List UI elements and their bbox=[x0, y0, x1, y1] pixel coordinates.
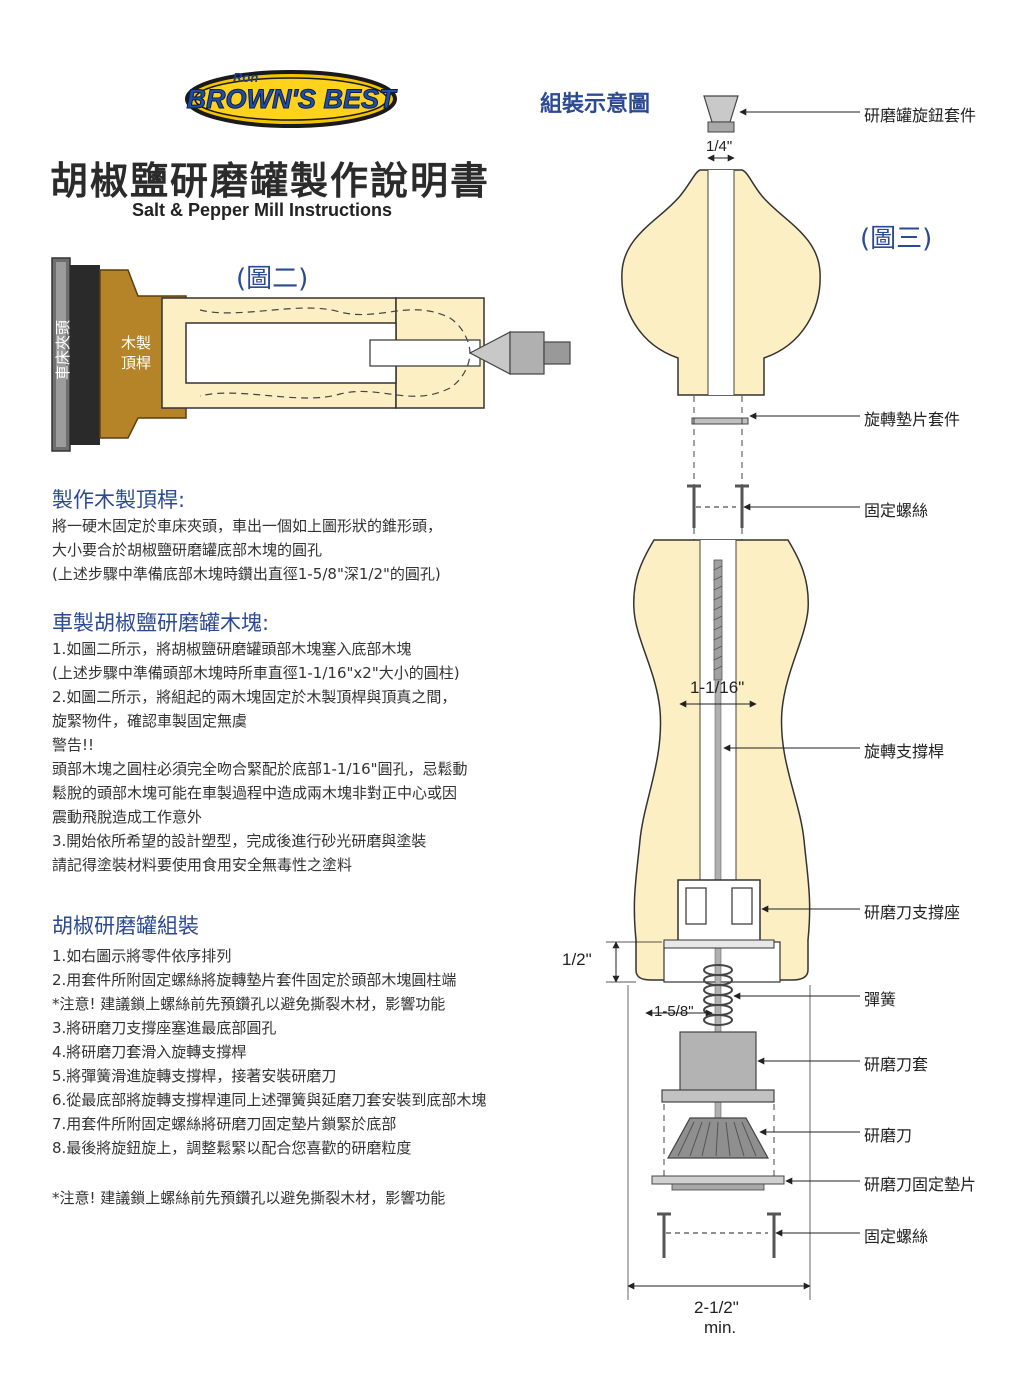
page-subtitle: Salt & Pepper Mill Instructions bbox=[132, 200, 393, 220]
knob-kit bbox=[703, 95, 739, 123]
label-plate: 研磨刀固定墊片 bbox=[864, 1175, 977, 1194]
section-body-mandrel: 將一硬木固定於車床夾頭，車出一個如上圖形狀的錐形頭， 大小要合於胡椒鹽研磨罐底部… bbox=[52, 514, 442, 586]
label-shaft: 旋轉支撐桿 bbox=[864, 742, 945, 761]
label-screws-bottom: 固定螺絲 bbox=[864, 1227, 929, 1246]
figure-2-diagram: 車床夾頭 木製 頂桿 bbox=[51, 257, 571, 452]
bottom-wood-body bbox=[633, 539, 811, 981]
label-grinder: 研磨刀 bbox=[864, 1126, 913, 1145]
text-line: 3.開始依所希望的設計塑型，完成後進行砂光研磨與塗裝 bbox=[52, 832, 427, 850]
text-line: 4.將研磨刀套滑入旋轉支撐桿 bbox=[52, 1043, 247, 1061]
text-line: 1.如右圖示將零件依序排列 bbox=[52, 947, 232, 965]
text-line: 3.將研磨刀支撐座塞進最底部圓孔 bbox=[52, 1019, 277, 1037]
swivel-washer-kit bbox=[691, 417, 749, 425]
tenon bbox=[369, 339, 481, 367]
mandrel-label-line1: 木製 bbox=[121, 334, 151, 352]
dim-base-width: 2-1/2" bbox=[694, 1298, 739, 1317]
text-line: 震動飛脫造成工作意外 bbox=[52, 808, 203, 826]
bore-hole bbox=[185, 322, 397, 384]
dim-bore-depth: 1/2" bbox=[562, 950, 592, 969]
chuck-label: 車床夾頭 bbox=[54, 320, 72, 380]
figure-2-label: (圖二) bbox=[236, 264, 309, 294]
grinder-sleeve bbox=[679, 1031, 757, 1095]
grinder-housing bbox=[677, 879, 761, 943]
dim-top-hole: 1/4" bbox=[706, 138, 733, 155]
page-title: 胡椒鹽研磨罐製作說明書 bbox=[50, 159, 491, 203]
text-line: 1.如圖二所示，將胡椒鹽研磨罐頭部木塊塞入底部木塊 bbox=[52, 640, 412, 658]
lathe-chuck-body bbox=[70, 265, 100, 445]
text-line: 將一硬木固定於車床夾頭，車出一個如上圖形狀的錐形頭， bbox=[52, 517, 443, 535]
section-heading-assembly: 胡椒研磨罐組裝 bbox=[52, 914, 199, 938]
text-line: (上述步驟中準備頭部木塊時所車直徑1-1/16"x2"大小的圓柱) bbox=[52, 664, 460, 682]
dim-shaft-diameter: 1-1/16" bbox=[690, 678, 745, 697]
label-housing: 研磨刀支撐座 bbox=[864, 903, 961, 922]
text-line: 大小要合於胡椒鹽研磨罐底部木塊的圓孔 bbox=[52, 541, 323, 559]
logo-main-text: BROWN'S BEST bbox=[187, 84, 398, 114]
dim-base-min: min. bbox=[704, 1318, 737, 1337]
logo: Ron BROWN'S BEST bbox=[185, 70, 398, 128]
bottom-screws bbox=[657, 1212, 781, 1258]
text-line: 頭部木塊之圓柱必須完全吻合緊配於底部1-1/16"圓孔，忌鬆動 bbox=[52, 760, 468, 778]
grinder-burr bbox=[666, 1117, 770, 1159]
text-line: 8.最後將旋鈕旋上，調整鬆緊以配合您喜歡的研磨粒度 bbox=[52, 1139, 412, 1157]
text-line: 2.用套件所附固定螺絲將旋轉墊片套件固定於頭部木塊圓柱端 bbox=[52, 971, 457, 989]
text-line: *注意! 建議鎖上螺絲前先預鑽孔以避免撕裂木材，影響功能 bbox=[52, 995, 446, 1013]
text-line: 鬆脫的頭部木塊可能在車製過程中造成兩木塊非對正中心或因 bbox=[52, 784, 458, 802]
dim-bore-diameter: 1-5/8" bbox=[654, 1003, 694, 1020]
text-line: 6.從最底部將旋轉支撐桿連同上述彈簧與延磨刀套安裝到底部木塊 bbox=[52, 1091, 487, 1109]
label-knob-kit: 研磨罐旋鈕套件 bbox=[864, 106, 977, 125]
spring bbox=[703, 964, 733, 1026]
section-heading-turning: 車製胡椒鹽研磨罐木塊: bbox=[52, 611, 270, 635]
label-swivel-kit: 旋轉墊片套件 bbox=[864, 410, 961, 429]
bottom-bore bbox=[663, 941, 781, 983]
label-sleeve: 研磨刀套 bbox=[864, 1055, 929, 1074]
section-body-assembly: 1.如右圖示將零件依序排列 2.用套件所附固定螺絲將旋轉墊片套件固定於頭部木塊圓… bbox=[52, 944, 486, 1160]
text-line: 旋緊物件，確認車製固定無虞 bbox=[52, 712, 248, 730]
text-line: 5.將彈簧滑進旋轉支撐桿，接著安裝研磨刀 bbox=[52, 1067, 337, 1085]
turning-shaft bbox=[714, 679, 722, 1121]
grinder-plate bbox=[651, 1175, 785, 1185]
shaft-thread bbox=[713, 559, 723, 681]
live-center-shaft bbox=[543, 341, 571, 365]
label-spring: 彈簧 bbox=[864, 990, 897, 1009]
mandrel-label-line2: 頂桿 bbox=[121, 354, 151, 372]
logo-top-text: Ron bbox=[233, 70, 258, 85]
text-line: 7.用套件所附固定螺絲將研磨刀固定墊片鎖緊於底部 bbox=[52, 1115, 397, 1133]
text-line: (上述步驟中準備底部木塊時鑽出直徑1-5/8"深1/2"的圓孔) bbox=[52, 565, 441, 583]
text-line: 警告!! bbox=[52, 736, 95, 754]
top-screws bbox=[687, 484, 749, 528]
section-heading-mandrel: 製作木製頂桿: bbox=[52, 488, 186, 512]
top-wood-piece bbox=[621, 169, 821, 396]
text-line: 請記得塗裝材料要使用食用安全無毒性之塗料 bbox=[52, 856, 353, 874]
assembly-title: 組裝示意圖 bbox=[540, 92, 651, 117]
text-line: 2.如圖二所示，將組起的兩木塊固定於木製頂桿與頂真之間， bbox=[52, 688, 457, 706]
figure-3-label: (圖三) bbox=[860, 224, 933, 254]
section-body-turning: 1.如圖二所示，將胡椒鹽研磨罐頭部木塊塞入底部木塊 (上述步驟中準備頭部木塊時所… bbox=[52, 637, 468, 877]
label-screws-top: 固定螺絲 bbox=[864, 501, 929, 520]
assembly-note: *注意! 建議鎖上螺絲前先預鑽孔以避免撕裂木材，影響功能 bbox=[52, 1189, 446, 1207]
